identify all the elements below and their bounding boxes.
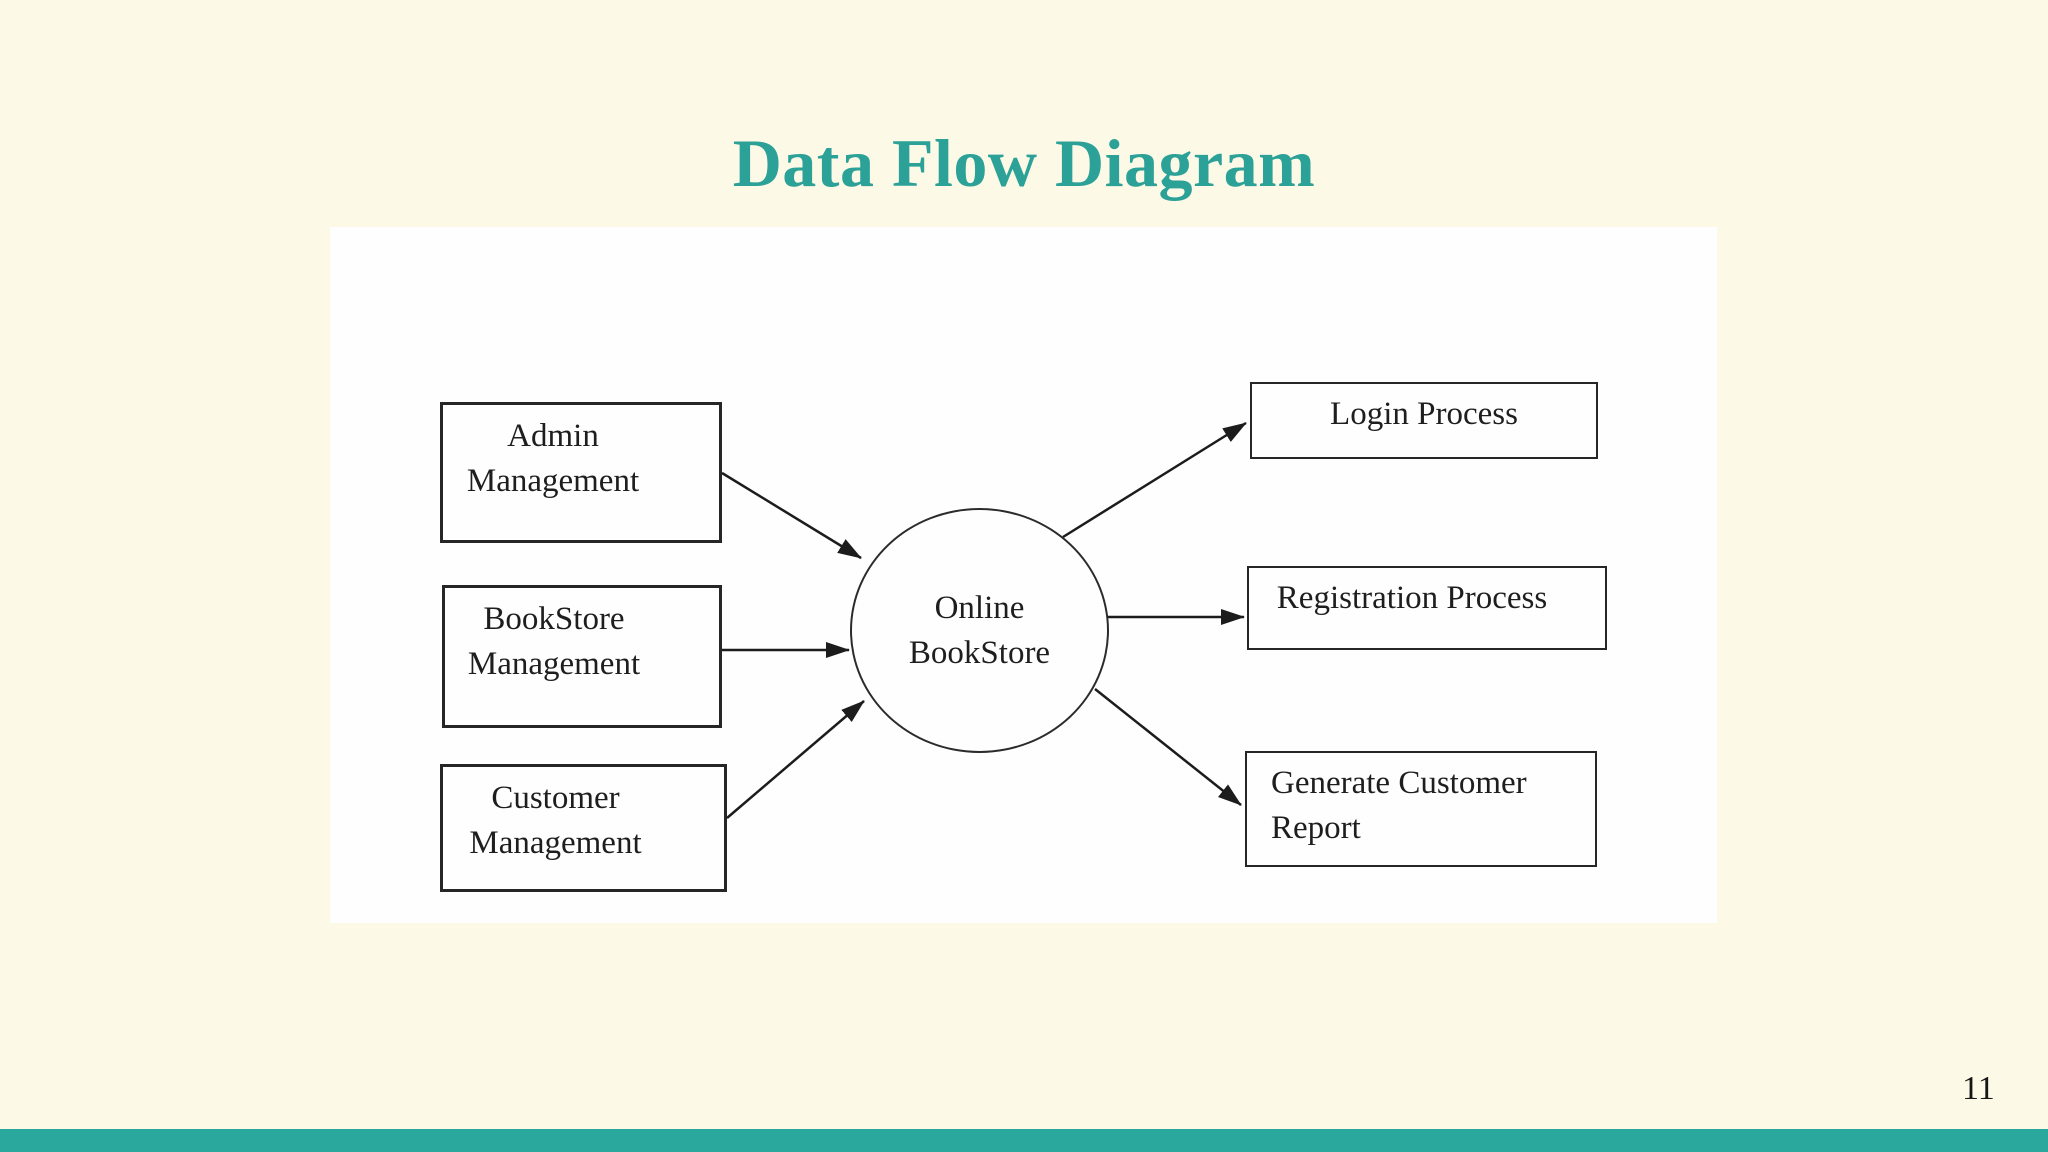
footer-bar <box>0 1129 2048 1152</box>
node-login-process: Login Process <box>1250 382 1598 459</box>
node-label-line: Customer <box>491 780 620 816</box>
node-admin-management: Admin Management <box>440 402 722 543</box>
node-label-line: Admin <box>507 418 599 454</box>
arrow-customer-to-center <box>726 700 865 819</box>
arrow-admin-to-center <box>721 471 862 560</box>
node-label-line: BookStore <box>483 601 625 637</box>
node-label-line: Management <box>466 463 640 499</box>
arrows-layer <box>721 421 1247 819</box>
page-number: 11 <box>1962 1070 1995 1107</box>
node-label-line: BookStore <box>908 634 1051 671</box>
node-generate-customer-report: Generate Customer Report <box>1245 751 1597 867</box>
node-registration-process: Registration Process <box>1247 566 1607 650</box>
node-label-line: Login Process <box>1330 396 1518 432</box>
node-online-bookstore: Online BookStore <box>850 508 1109 753</box>
node-label-line: Registration Process <box>1276 580 1548 616</box>
slide-title: Data Flow Diagram <box>732 125 1316 201</box>
arrow-center-to-report <box>1094 688 1242 806</box>
node-label-line: Report <box>1271 810 1361 846</box>
arrow-center-to-login <box>1062 421 1247 539</box>
node-customer-management: Customer Management <box>440 764 727 892</box>
node-label-line: Generate Customer <box>1271 765 1527 801</box>
node-bookstore-management: BookStore Management <box>442 585 722 728</box>
node-label-line: Management <box>467 646 641 682</box>
node-label-line: Management <box>469 825 642 861</box>
node-label-line: Online <box>934 589 1025 626</box>
diagram-panel: Admin Management BookStore Management Cu… <box>330 227 1717 923</box>
